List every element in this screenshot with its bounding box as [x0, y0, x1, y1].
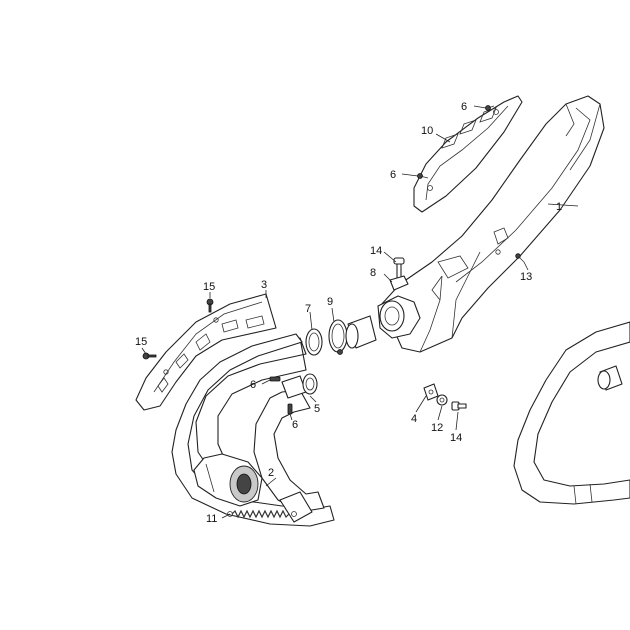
leader-lines — [141, 105, 579, 519]
screw-6-upper — [485, 105, 495, 111]
spring-11 — [227, 509, 297, 519]
secondary-pipe-outline — [513, 321, 630, 505]
connector-sleeve — [345, 315, 377, 349]
header-heat-shield — [135, 293, 277, 411]
callout-12: 12 — [431, 422, 443, 434]
clamp-9 — [328, 319, 348, 355]
callout-1: 1 — [556, 201, 562, 213]
callout-6-branch-lower: 6 — [292, 419, 298, 431]
callout-2: 2 — [268, 467, 274, 479]
screw-15-upper — [206, 298, 214, 313]
bolt-14-lower — [451, 401, 467, 411]
callout-9: 9 — [327, 296, 333, 308]
callout-4: 4 — [411, 413, 417, 425]
callout-6-branch-upper: 6 — [250, 379, 256, 391]
callout-15-upper: 15 — [203, 281, 215, 293]
callout-13: 13 — [520, 271, 532, 283]
callout-3: 3 — [261, 279, 267, 291]
washer-12 — [436, 394, 448, 406]
callout-6-shield: 6 — [390, 169, 396, 181]
callout-8: 8 — [370, 267, 376, 279]
callout-6-top: 6 — [461, 101, 467, 113]
screw-6-branch-lower — [287, 403, 293, 415]
callout-14-lower: 14 — [450, 432, 462, 444]
callout-11: 11 — [206, 513, 217, 525]
callout-14-upper: 14 — [370, 245, 382, 257]
callout-labels: 1 2 3 4 5 6 6 6 6 7 8 9 10 11 12 13 14 1… — [135, 101, 562, 525]
screw-6-branch-upper — [269, 376, 281, 382]
callout-10: 10 — [421, 125, 433, 137]
silencer-heat-shield — [413, 95, 523, 213]
callout-7: 7 — [305, 303, 311, 315]
screw-13 — [515, 253, 525, 263]
gasket-5 — [302, 373, 318, 395]
washer-4 — [423, 383, 439, 401]
callout-15-lower: 15 — [135, 336, 147, 348]
screw-15-lower — [142, 352, 157, 360]
screw-6-shield-lower — [417, 173, 429, 179]
gasket-7 — [305, 328, 323, 356]
callout-5: 5 — [314, 403, 320, 415]
exhaust-header-pipe — [171, 333, 335, 527]
spacer-8 — [389, 275, 409, 291]
bolt-14-upper — [393, 257, 405, 279]
silencer-body — [377, 95, 605, 353]
